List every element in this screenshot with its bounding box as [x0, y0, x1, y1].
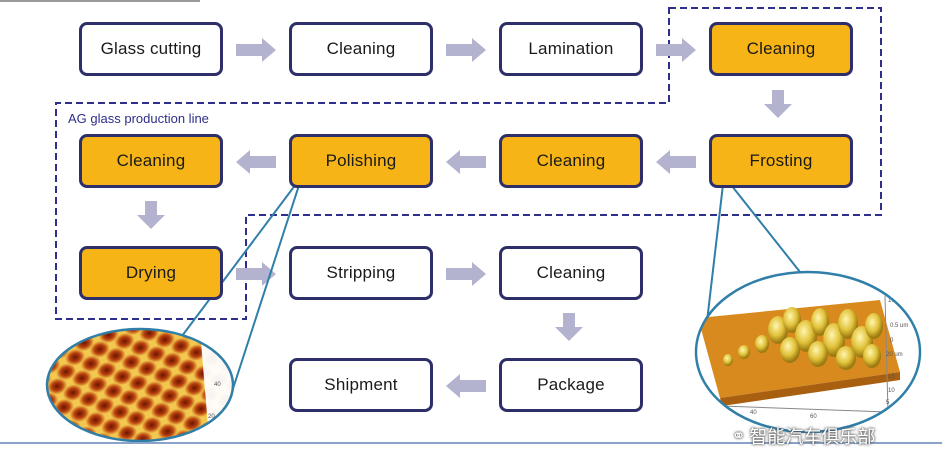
- inset-right-tick: 0.5 um: [890, 323, 908, 329]
- arrow-right-2: [446, 38, 486, 62]
- ag-region-boundary: [55, 7, 882, 320]
- inset-right-tick: 0: [890, 338, 894, 344]
- arrow-right-4: [236, 262, 276, 286]
- wechat-icon: ⚭: [732, 428, 746, 445]
- inset-left-tick: 40: [214, 382, 221, 388]
- arrow-right-3: [656, 38, 696, 62]
- step-cleaning-2: Cleaning: [709, 22, 853, 76]
- inset-right-tick: 15: [888, 374, 895, 380]
- inset-right-tick: 10: [888, 388, 895, 394]
- step-cleaning-4: Cleaning: [79, 134, 223, 188]
- arrow-down-2: [137, 201, 165, 229]
- watermark-text: 智能汽车俱乐部: [749, 427, 876, 447]
- step-cleaning-5: Cleaning: [499, 246, 643, 300]
- inset-right-tick: 60: [810, 414, 817, 420]
- arrow-down-3: [555, 313, 583, 341]
- inset-right-tick: 5: [886, 400, 890, 406]
- arrow-right-1: [236, 38, 276, 62]
- step-polishing: Polishing: [289, 134, 433, 188]
- watermark: ⚭ 智能汽车俱乐部: [732, 423, 875, 449]
- polished-surface-inset: 40 20: [45, 327, 235, 443]
- ag-region-label: AG glass production line: [68, 111, 209, 126]
- step-glass-cutting: Glass cutting: [79, 22, 223, 76]
- step-lamination: Lamination: [499, 22, 643, 76]
- arrow-down-1: [764, 90, 792, 118]
- step-shipment: Shipment: [289, 358, 433, 412]
- step-cleaning-3: Cleaning: [499, 134, 643, 188]
- arrow-right-5: [446, 262, 486, 286]
- arrows: [137, 38, 792, 398]
- bottom-divider: [0, 442, 942, 444]
- inset-right-tick: 40: [750, 410, 757, 416]
- frosted-surface-inset: 1.0 0.5 um 0 20 um 15 10 5 40 60: [694, 270, 922, 434]
- arrow-left-2: [446, 150, 486, 174]
- inset-left-tick: 20: [208, 414, 215, 420]
- step-stripping: Stripping: [289, 246, 433, 300]
- arrow-left-1: [656, 150, 696, 174]
- arrow-left-4: [446, 374, 486, 398]
- callout-lines: [181, 175, 801, 405]
- step-package: Package: [499, 358, 643, 412]
- step-frosting: Frosting: [709, 134, 853, 188]
- arrow-left-3: [236, 150, 276, 174]
- step-drying: Drying: [79, 246, 223, 300]
- top-divider: [0, 0, 200, 2]
- step-cleaning-1: Cleaning: [289, 22, 433, 76]
- inset-right-tick: 20 um: [886, 352, 903, 358]
